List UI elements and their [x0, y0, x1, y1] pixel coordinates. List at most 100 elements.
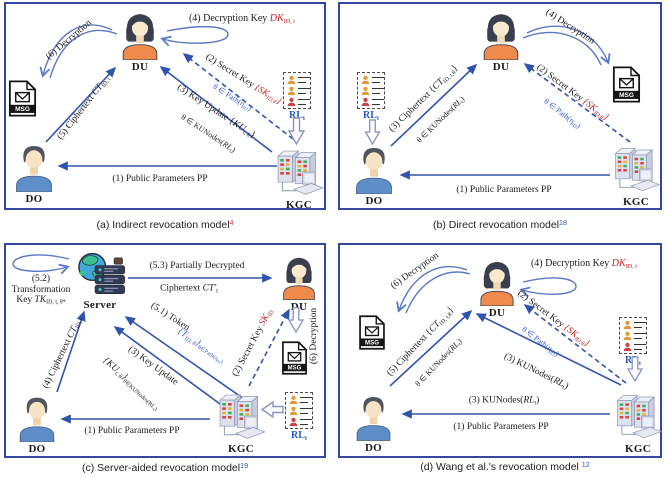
caption-d: (d) Wang et al.'s revocation model 12 [420, 460, 590, 474]
woman-user-icon [483, 14, 519, 60]
person-icon [361, 75, 370, 84]
list-lines [298, 87, 310, 95]
list-lines [634, 343, 646, 351]
d-du-label: DU [488, 307, 506, 319]
c-server-label: Server [83, 299, 117, 311]
caption-b: (b) Direct revocation model18 [433, 218, 567, 232]
c-msg-text: MSG [288, 366, 302, 372]
d-label-kunodes-horiz: (3) KUNodes(RLt) [468, 395, 540, 407]
d-rl-to-kgc-arrow [627, 356, 643, 382]
c-du-to-msg-arrow [288, 307, 304, 334]
c-do-label: DO [28, 443, 46, 455]
man-user-icon [356, 147, 392, 194]
woman-user-icon [283, 257, 315, 300]
list-lines [634, 332, 646, 340]
woman-user-icon [480, 261, 514, 306]
c-do-avatar: DO [14, 390, 60, 455]
b-kgc-label: KGC [623, 196, 649, 208]
list-lines [634, 321, 646, 329]
a-revocation-list: RLt [283, 72, 311, 122]
c-rl-to-kgc-arrow [261, 401, 284, 418]
d-kgc-server: KGC [612, 390, 664, 455]
person-icon [287, 75, 296, 84]
list-lines [300, 396, 312, 404]
d-label-decryption-key: (4) Decryption Key DKID, t [530, 258, 638, 270]
d-do-avatar: DO [351, 389, 396, 454]
list-lines [300, 418, 312, 426]
c-label-partially-decrypted-2: Ciphertext CT′t [160, 283, 218, 295]
person-icon [361, 86, 370, 95]
a-do-label: DO [25, 193, 43, 205]
message-file-icon: MSG [612, 66, 641, 103]
b-do-avatar: DO [350, 140, 398, 207]
c-kgc-label: KGC [228, 443, 254, 455]
person-icon [623, 331, 632, 340]
panel-b-box [338, 2, 662, 210]
message-file-icon: MSG [359, 315, 385, 350]
b-du-avatar: DU [478, 8, 524, 73]
b-do-label: DO [365, 195, 383, 207]
person-icon [287, 97, 296, 106]
a-du-avatar: DU [117, 8, 163, 73]
revocation-list-icon [357, 72, 385, 109]
globe-server-icon [78, 252, 125, 295]
c-server: Server [74, 250, 126, 311]
c-du-avatar: DU [278, 252, 320, 313]
kgc-servers-icon [277, 150, 324, 195]
a-kgc-label: KGC [286, 199, 312, 211]
a-do-avatar: DO [10, 138, 58, 205]
d-do-label: DO [364, 442, 383, 454]
a-msg-text: MSG [15, 106, 30, 113]
d-msg-text: MSG [365, 340, 379, 347]
b-kgc-server: KGC [610, 143, 662, 208]
a-label-public-params: (1) Public Parameters PP [112, 174, 208, 184]
revocation-list-icon [283, 72, 311, 109]
list-lines [372, 76, 384, 84]
man-user-icon [356, 397, 391, 441]
b-rl-label: RLt [363, 110, 379, 122]
a-du-label: DU [131, 61, 149, 73]
person-icon [289, 395, 298, 404]
b-msg-text: MSG [619, 92, 634, 99]
person-icon [623, 320, 632, 329]
a-rl-to-kgc-arrow [288, 117, 305, 145]
list-lines [300, 407, 312, 415]
a-rl-label: RLt [289, 110, 305, 122]
person-icon [623, 342, 632, 351]
d-msg-file: MSG [358, 315, 386, 350]
message-file-icon: MSG [8, 80, 37, 117]
c-msg-file: MSG [281, 341, 308, 375]
panel-c-box [4, 243, 326, 458]
kgc-servers-icon [616, 394, 663, 439]
caption-a: (a) Indirect revocation model4 [96, 218, 234, 232]
person-icon [287, 86, 296, 95]
message-file-icon: MSG [282, 341, 307, 375]
man-user-icon [16, 145, 52, 192]
c-label-transformation-key: (5.2) Transformation Key TKID, t, θ* [11, 273, 71, 306]
b-du-label: DU [492, 61, 510, 73]
c-rl-label: RLt [291, 430, 307, 442]
panel-d-box [338, 243, 662, 458]
d-label-public-params: (1) Public Parameters PP [453, 422, 549, 432]
list-lines [372, 87, 384, 95]
c-label-decryption: (6) Decryption [309, 307, 319, 365]
kgc-servers-icon [219, 394, 266, 439]
b-rl-to-do-arrow [364, 119, 381, 145]
a-kgc-server: KGC [272, 146, 326, 211]
b-label-public-params: (1) Public Parameters PP [456, 185, 552, 195]
kgc-servers-icon [614, 147, 661, 192]
c-label-partially-decrypted: (5.3) Partially Decrypted [149, 261, 245, 271]
d-kgc-label: KGC [625, 443, 651, 455]
list-lines [372, 98, 384, 106]
person-icon [289, 417, 298, 426]
list-lines [298, 98, 310, 106]
c-label-public-params: (1) Public Parameters PP [84, 426, 180, 436]
caption-c: (c) Server-aided revocation model19 [81, 461, 249, 475]
a-label-decryption-key: (4) Decryption Key DKID, t [188, 13, 296, 25]
revocation-list-icon [285, 392, 313, 429]
panel-a-box [4, 2, 326, 210]
c-kgc-server: KGC [214, 390, 268, 455]
person-icon [289, 406, 298, 415]
b-msg-file: MSG [612, 66, 641, 103]
